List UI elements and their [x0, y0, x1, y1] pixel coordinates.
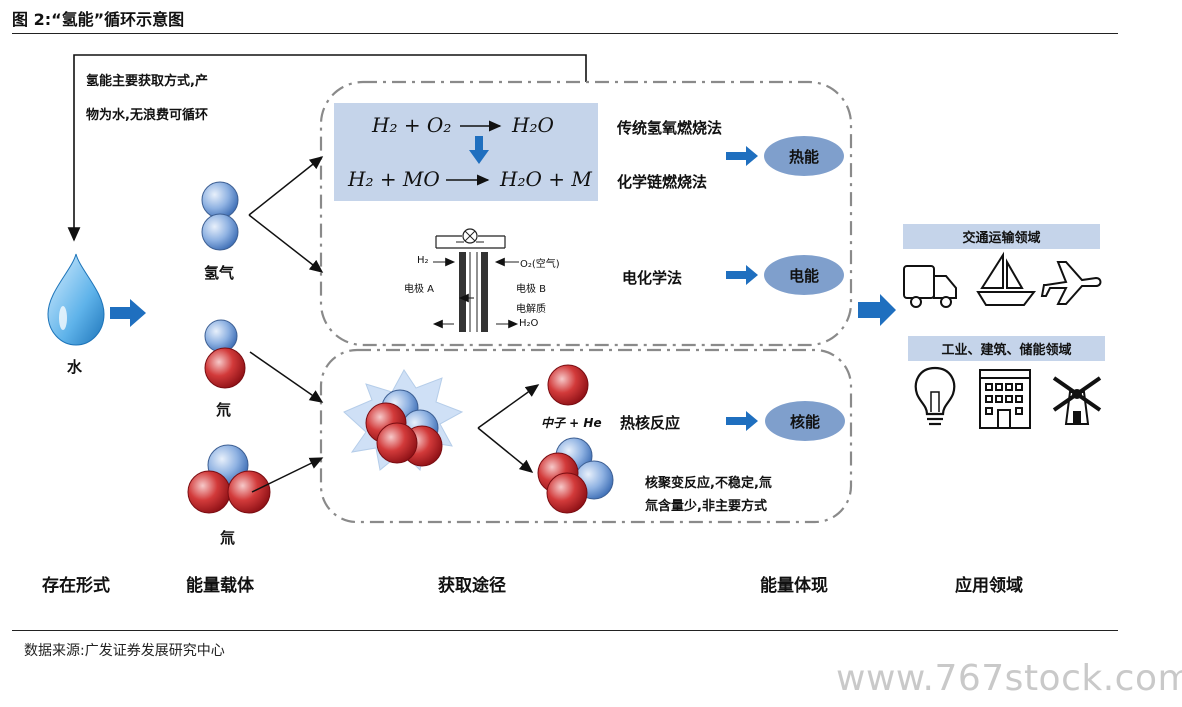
watermark: www.767stock.com	[836, 658, 1182, 699]
column-label-existence: 存在形式	[42, 576, 110, 596]
figure-title: 图 2:“氢能”循环示意图	[12, 10, 185, 29]
to-application-arrow	[858, 294, 896, 326]
cycle-note-line2: 物为水,无浪费可循环	[86, 108, 208, 123]
windmill-icon	[1052, 376, 1102, 425]
column-label-application: 应用领域	[955, 576, 1023, 596]
water-label: 水	[67, 358, 83, 376]
transport-banner: 交通运输领域	[903, 224, 1100, 249]
water-drop-icon	[47, 253, 105, 346]
fc-h2-label: H₂	[417, 255, 429, 266]
fc-electrolyte-label: 电解质	[516, 304, 546, 315]
sailboat-icon	[976, 251, 1037, 306]
source-note: 数据来源:广发证券发展研究中心	[24, 643, 225, 659]
footer-divider	[12, 630, 1118, 631]
eq1-products: H₂O	[512, 113, 554, 137]
eq2-products: H₂O + M	[500, 167, 592, 191]
heat-energy-ellipse: 热能	[764, 136, 844, 176]
fusion-label: 热核反应	[620, 414, 681, 432]
fc-h2o-label: H₂O	[519, 318, 539, 329]
fc-electrode-b-label: 电极 B	[516, 284, 547, 295]
fusion-note-line1: 核聚变反应,不稳定,氚	[645, 476, 772, 491]
deuterium-label: 氘	[216, 401, 232, 419]
cycle-return-line	[67, 54, 587, 242]
column-label-energy: 能量体现	[760, 576, 828, 596]
lower-method-box	[319, 348, 853, 524]
airplane-icon	[1040, 261, 1102, 305]
nuclear-energy-ellipse: 核能	[765, 401, 845, 441]
nuclear-arrow	[726, 411, 758, 431]
heat-arrow	[726, 146, 758, 166]
eq1-reactants: H₂ + O₂	[372, 113, 452, 137]
fc-o2-label: O₂(空气)	[520, 259, 560, 270]
fc-electrode-a-label: 电极 A	[404, 284, 435, 295]
cycle-note-line1: 氢能主要获取方式,产	[86, 74, 208, 89]
water-to-carrier-arrow	[110, 299, 146, 327]
hydrogen-label: 氢气	[204, 264, 235, 282]
fusion-note-line2: 氚含量少,非主要方式	[645, 499, 767, 514]
chemical-chain-label: 化学链燃烧法	[617, 173, 708, 191]
electric-arrow	[726, 265, 758, 285]
column-label-pathway: 获取途径	[438, 576, 506, 596]
upper-method-box	[319, 80, 853, 347]
formula-panel	[334, 103, 598, 201]
industry-banner: 工业、建筑、储能领域	[908, 336, 1105, 361]
tritium-label: 氚	[220, 529, 236, 547]
fuel-cell-diagram	[432, 228, 519, 332]
formula-down-arrow	[469, 150, 489, 164]
eq2-reactants: H₂ + MO	[348, 167, 440, 191]
electric-energy-ellipse: 电能	[764, 255, 844, 295]
truck-icon	[903, 265, 957, 308]
light-bulb-icon	[914, 366, 956, 426]
traditional-combustion-label: 传统氢氧燃烧法	[617, 119, 723, 137]
fusion-product-label: 中子 + He	[541, 416, 602, 430]
column-label-carrier: 能量载体	[186, 576, 254, 596]
electrochemical-label: 电化学法	[622, 269, 683, 287]
building-icon	[979, 369, 1031, 429]
title-divider	[12, 33, 1118, 34]
